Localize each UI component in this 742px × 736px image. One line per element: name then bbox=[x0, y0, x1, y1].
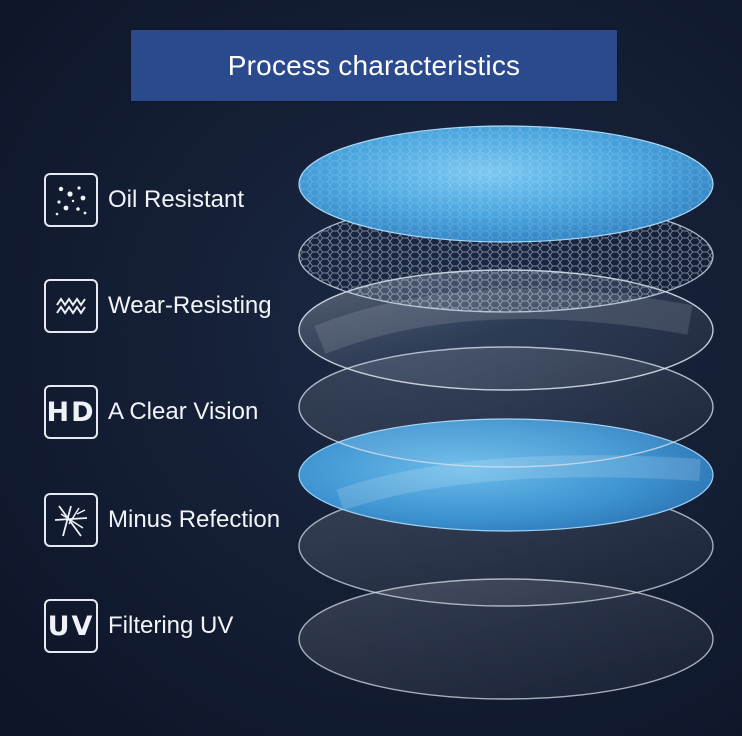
feature-minus-refection: Minus Refection bbox=[44, 490, 280, 550]
feature-label: Filtering UV bbox=[108, 612, 234, 639]
feature-label: Minus Refection bbox=[108, 506, 281, 533]
title-banner: Process characteristics bbox=[131, 30, 617, 101]
hd-icon: HD bbox=[44, 385, 98, 439]
uv-icon: UV bbox=[44, 599, 98, 653]
zigzag-wear-icon bbox=[44, 279, 98, 333]
feature-wear-resisting: Wear-Resisting bbox=[44, 276, 272, 336]
oil-drops-icon bbox=[44, 173, 98, 227]
refraction-rays-icon bbox=[44, 493, 98, 547]
feature-label: Wear-Resisting bbox=[108, 292, 272, 319]
feature-filtering-uv: UV Filtering UV bbox=[44, 596, 233, 656]
film-layer-1-blue bbox=[298, 125, 714, 243]
page-title: Process characteristics bbox=[227, 49, 521, 81]
feature-clear-vision: HD A Clear Vision bbox=[44, 382, 258, 442]
feature-label: Oil Resistant bbox=[108, 186, 245, 213]
feature-label: A Clear Vision bbox=[108, 398, 259, 425]
hd-icon-text: HD bbox=[46, 396, 96, 428]
uv-icon-text: UV bbox=[47, 610, 95, 642]
feature-oil-resistant: Oil Resistant bbox=[44, 170, 244, 230]
